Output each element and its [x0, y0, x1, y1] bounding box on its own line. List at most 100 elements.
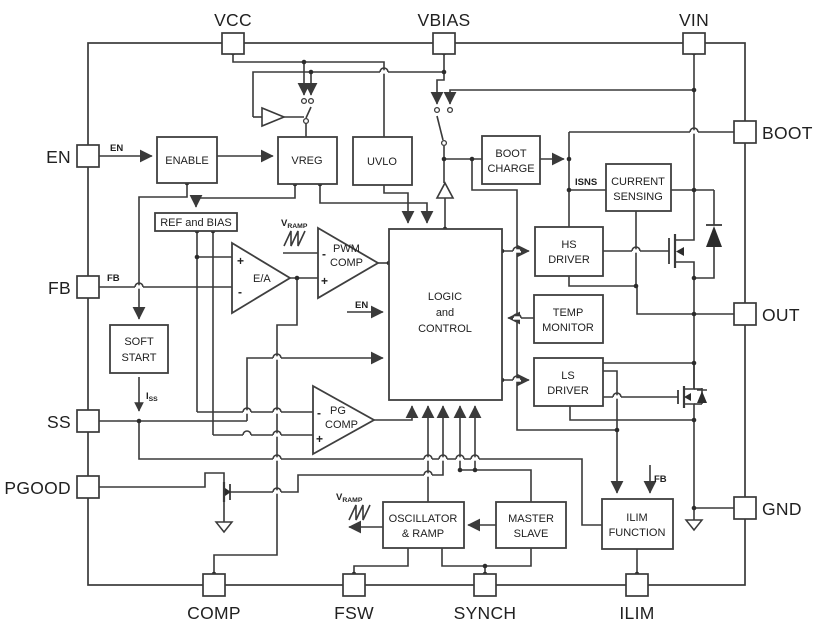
- switch-contacts: [300, 97, 454, 147]
- block-temp-monitor: [533, 294, 604, 344]
- pin-square-ilim: [625, 573, 649, 597]
- pin-square-gnd: [733, 496, 757, 520]
- pin-label-comp: COMP: [187, 603, 241, 623]
- block-label-soft-start-2: START: [121, 352, 156, 364]
- pg-plus-sign: +: [316, 432, 323, 446]
- buffer-up-icon: [435, 181, 455, 199]
- pin-label-out: OUT: [762, 305, 800, 325]
- block-oscillator-ramp: [382, 501, 465, 549]
- ea-minus-sign: -: [238, 285, 242, 299]
- pin-label-synch: SYNCH: [454, 603, 517, 623]
- pin-label-ilim: ILIM: [619, 603, 654, 623]
- pgood-mosfet-icon: [222, 482, 231, 502]
- pin-label-vcc: VCC: [214, 10, 252, 30]
- block-label-enable: ENABLE: [165, 155, 208, 167]
- ramp-waveform-icons: [283, 230, 371, 521]
- block-label-boot-charge-2: CHARGE: [487, 163, 534, 175]
- pin-square-en: [76, 144, 100, 168]
- block-label-logic-3: CONTROL: [418, 323, 472, 335]
- block-label-hs-driver-1: HS: [561, 239, 576, 251]
- block-label-hs-driver-2: DRIVER: [548, 254, 590, 266]
- signal-label-fb-wire: FB: [107, 273, 120, 284]
- block-label-master-slave-2: SLAVE: [514, 528, 549, 540]
- block-label-logic-1: LOGIC: [428, 291, 462, 303]
- pin-label-pgood: PGOOD: [4, 478, 71, 498]
- block-label-uvlo: UVLO: [367, 156, 397, 168]
- pin-square-fsw: [342, 573, 366, 597]
- sawtooth-icon: [283, 230, 306, 247]
- block-uvlo: [352, 136, 413, 186]
- ls-mosfet-icon: [677, 386, 691, 408]
- amp-label-pwm-1: PWM: [333, 243, 360, 255]
- block-ilim-function: [601, 498, 674, 550]
- block-label-master-slave-1: MASTER: [508, 513, 554, 525]
- block-label-boot-charge-1: BOOT: [495, 148, 526, 160]
- pin-square-vbias: [432, 32, 456, 55]
- block-label-oscillator-2: & RAMP: [402, 528, 444, 540]
- block-label-oscillator-1: OSCILLATOR: [389, 513, 458, 525]
- wires: [99, 55, 735, 574]
- mosfets: [222, 234, 691, 502]
- pin-label-boot: BOOT: [762, 123, 813, 143]
- block-label-temp-monitor-1: TEMP: [553, 307, 584, 319]
- signal-label-iss: ISS: [146, 391, 158, 403]
- block-label-current-sensing-1: CURRENT: [611, 176, 665, 188]
- signal-label-isns: ISNS: [575, 177, 597, 188]
- sawtooth-icon: [348, 504, 371, 521]
- pwm-plus-sign: +: [321, 274, 328, 288]
- diodes: [697, 224, 722, 403]
- pin-label-en: EN: [46, 147, 71, 167]
- block-ref-bias: [154, 212, 238, 232]
- pin-square-comp: [202, 573, 226, 597]
- amp-label-pg-2: COMP: [325, 419, 358, 431]
- block-label-ls-driver-2: DRIVER: [547, 385, 589, 397]
- pin-label-fb: FB: [48, 278, 71, 298]
- block-label-ilim-function-2: FUNCTION: [609, 527, 666, 539]
- pin-square-pgood: [76, 475, 100, 499]
- pin-square-synch: [473, 573, 497, 597]
- blocks: [109, 135, 674, 550]
- pg-comp-icon: [312, 384, 376, 456]
- signal-label-fb-ilim: FB: [654, 474, 667, 485]
- pin-square-vcc: [221, 32, 245, 55]
- block-master-slave: [495, 501, 567, 549]
- pin-label-fsw: FSW: [334, 603, 374, 623]
- block-label-ilim-function-1: ILIM: [626, 512, 647, 524]
- amp-label-ea: E/A: [253, 273, 271, 285]
- pin-square-out: [733, 302, 757, 326]
- block-label-logic-2: and: [436, 307, 454, 319]
- signal-label-vramp-pwm: VRAMP: [281, 218, 308, 230]
- pin-label-vbias: VBIAS: [417, 10, 470, 30]
- pin-label-gnd: GND: [762, 499, 802, 519]
- hs-mosfet-icon: [668, 234, 684, 268]
- wire-hops: [134, 67, 699, 494]
- block-label-ls-driver-1: LS: [561, 370, 574, 382]
- pin-label-vin: VIN: [679, 10, 709, 30]
- block-label-current-sensing-2: SENSING: [613, 191, 663, 203]
- block-label-ref-bias: REF and BIAS: [160, 217, 232, 229]
- amp-label-pwm-2: COMP: [330, 257, 363, 269]
- signal-label-vramp-osc: VRAMP: [336, 492, 363, 504]
- block-hs-driver: [534, 226, 604, 277]
- amplifiers: [231, 226, 380, 456]
- block-label-temp-monitor-2: MONITOR: [542, 322, 594, 334]
- pin-label-ss: SS: [47, 412, 71, 432]
- pin-square-ss: [76, 409, 100, 433]
- amp-label-pg-1: PG: [330, 405, 346, 417]
- pin-square-fb: [76, 275, 100, 299]
- error-amp-icon: [231, 241, 292, 315]
- ground-icon: [214, 521, 234, 534]
- block-soft-start: [109, 324, 169, 374]
- pwm-comp-icon: [317, 226, 380, 300]
- block-logic-control: [388, 228, 503, 401]
- pins: [76, 32, 757, 597]
- block-boot-charge: [481, 135, 541, 185]
- signal-label-en-wire: EN: [110, 143, 123, 154]
- buffer-right-icon: [261, 106, 287, 128]
- block-enable: [156, 136, 218, 184]
- buffer-triangles: [261, 106, 455, 199]
- pin-square-vin: [682, 32, 706, 55]
- pg-minus-sign: -: [317, 406, 321, 420]
